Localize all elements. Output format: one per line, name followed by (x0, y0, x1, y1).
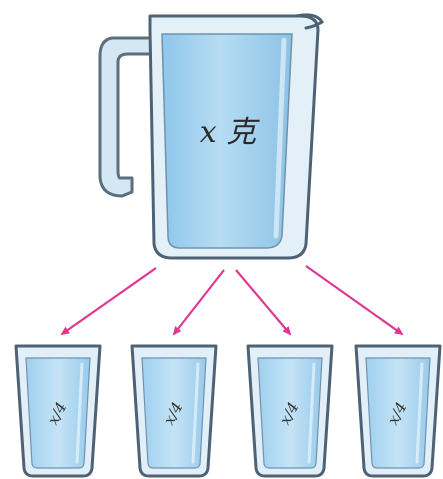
pitcher: x 克 (100, 15, 322, 258)
arrow-to-cup-4 (306, 266, 402, 334)
cup-1: x/4 (16, 346, 100, 476)
pitcher-label: x 克 (200, 115, 260, 150)
arrow-to-cup-2 (174, 270, 224, 334)
cup-4: x/4 (356, 346, 440, 476)
cup-3: x/4 (248, 346, 332, 476)
cup-2: x/4 (132, 346, 216, 476)
arrow-to-cup-3 (236, 270, 290, 334)
arrow-to-cup-1 (62, 268, 156, 334)
arrows (62, 266, 402, 334)
